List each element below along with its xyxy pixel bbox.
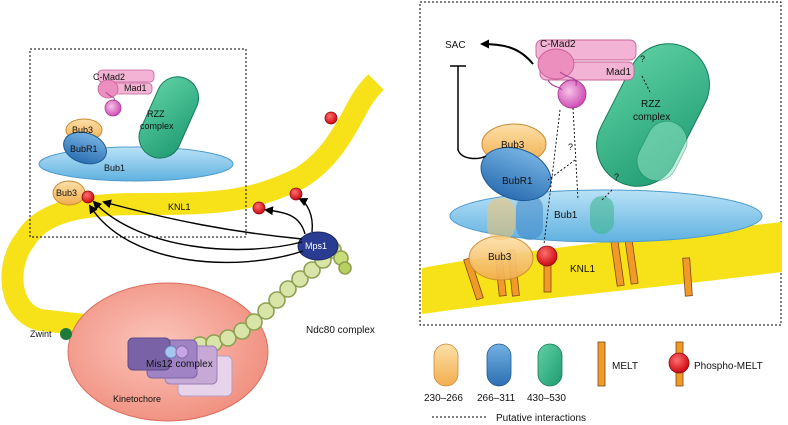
label-bubr1-left: BubR1: [70, 144, 98, 154]
label-knl1-right: KNL1: [570, 264, 595, 275]
legend-swatch-430-530: [537, 343, 563, 387]
label-bubr1-right: BubR1: [502, 176, 533, 187]
bub1-domain-266-311: [516, 195, 543, 240]
label-rzz-right-2: complex: [633, 112, 670, 123]
label-mad1-right: Mad1: [606, 67, 631, 78]
rzz-complex-inner: [636, 120, 688, 182]
label-knl1-left: KNL1: [168, 202, 191, 212]
legend-label-430-530: 430–530: [527, 393, 566, 404]
label-q3: ?: [614, 172, 619, 182]
sac-arrow: [480, 39, 534, 65]
label-c-mad2-left: C-Mad2: [93, 72, 125, 82]
left-panel: C-Mad2 Mad1 RZZ complex Bub3 BubR1 Bub1 …: [1, 48, 384, 422]
phospho-melt: [536, 245, 558, 267]
label-bub3-top-left: Bub3: [72, 125, 93, 135]
label-mis12: Mis12 complex: [146, 359, 213, 370]
sac-inhibition-curve: [457, 149, 487, 160]
legend-melt-icon: [597, 341, 606, 387]
label-q2: ?: [568, 142, 573, 152]
bub1-domain-430-530: [590, 196, 614, 234]
label-rzz-left-1: RZZ: [147, 109, 165, 119]
bubr1-left: [63, 131, 107, 165]
label-ndc80: Ndc80 complex: [306, 325, 375, 336]
putative-interactions: [543, 75, 651, 245]
knl1-ribbon-left: [1, 74, 384, 346]
label-rzz-left-2: complex: [140, 121, 174, 131]
label-mad1-left: Mad1: [124, 83, 147, 93]
legend-label-266-311: 266–311: [477, 393, 516, 404]
legend-swatch-266-311: [486, 343, 512, 387]
bub1-domain-230-266: [487, 198, 515, 240]
label-bub3-low-right: Bub3: [488, 252, 512, 263]
zwint: [60, 328, 72, 340]
phospho-dot: [81, 190, 95, 204]
label-bub3-low-left: Bub3: [56, 188, 77, 198]
legend-phospho-melt-dot: [668, 352, 690, 374]
zoom-box-right: [419, 1, 782, 326]
mad1-mad2-left: [97, 69, 155, 117]
label-bub1-left: Bub1: [104, 163, 125, 173]
rzz-complex-right: [596, 43, 710, 187]
label-kinetochore: Kinetochore: [113, 394, 161, 404]
bubr1-right: [480, 146, 552, 202]
label-rzz-right-1: RZZ: [641, 99, 660, 110]
legend-label-melt: MELT: [612, 361, 638, 372]
zoom-box-left: [29, 48, 247, 238]
right-panel: SAC C-Mad2 Mad1 ? RZZ complex Bub3 BubR1…: [419, 1, 782, 326]
label-c-mad2-right: C-Mad2: [540, 39, 576, 50]
mps1-kinase: [297, 231, 339, 261]
mis12-complex: [127, 337, 233, 397]
legend-swatch-230-266: [433, 343, 459, 387]
legend-label-phospho-melt: Phospho-MELT: [694, 361, 763, 372]
label-sac: SAC: [445, 40, 466, 51]
phospho-dot: [252, 201, 266, 215]
label-mps1: Mps1: [305, 241, 327, 251]
rzz-complex-left: [138, 76, 200, 159]
legend-label-putative: Putative interactions: [496, 413, 586, 424]
mad1-mad2-right: [535, 39, 637, 109]
legend-label-230-266: 230–266: [424, 393, 463, 404]
label-q1: ?: [640, 54, 645, 64]
label-zwint: Zwint: [30, 329, 52, 339]
label-bub3-top-right: Bub3: [501, 140, 525, 151]
phospho-dot: [289, 187, 303, 201]
label-bub1-right: Bub1: [554, 210, 578, 221]
mps1-arrows: [88, 198, 314, 264]
phospho-dot: [324, 111, 338, 125]
legend: 230–266 266–311 430–530 MELT Phospho-MEL…: [424, 341, 763, 424]
